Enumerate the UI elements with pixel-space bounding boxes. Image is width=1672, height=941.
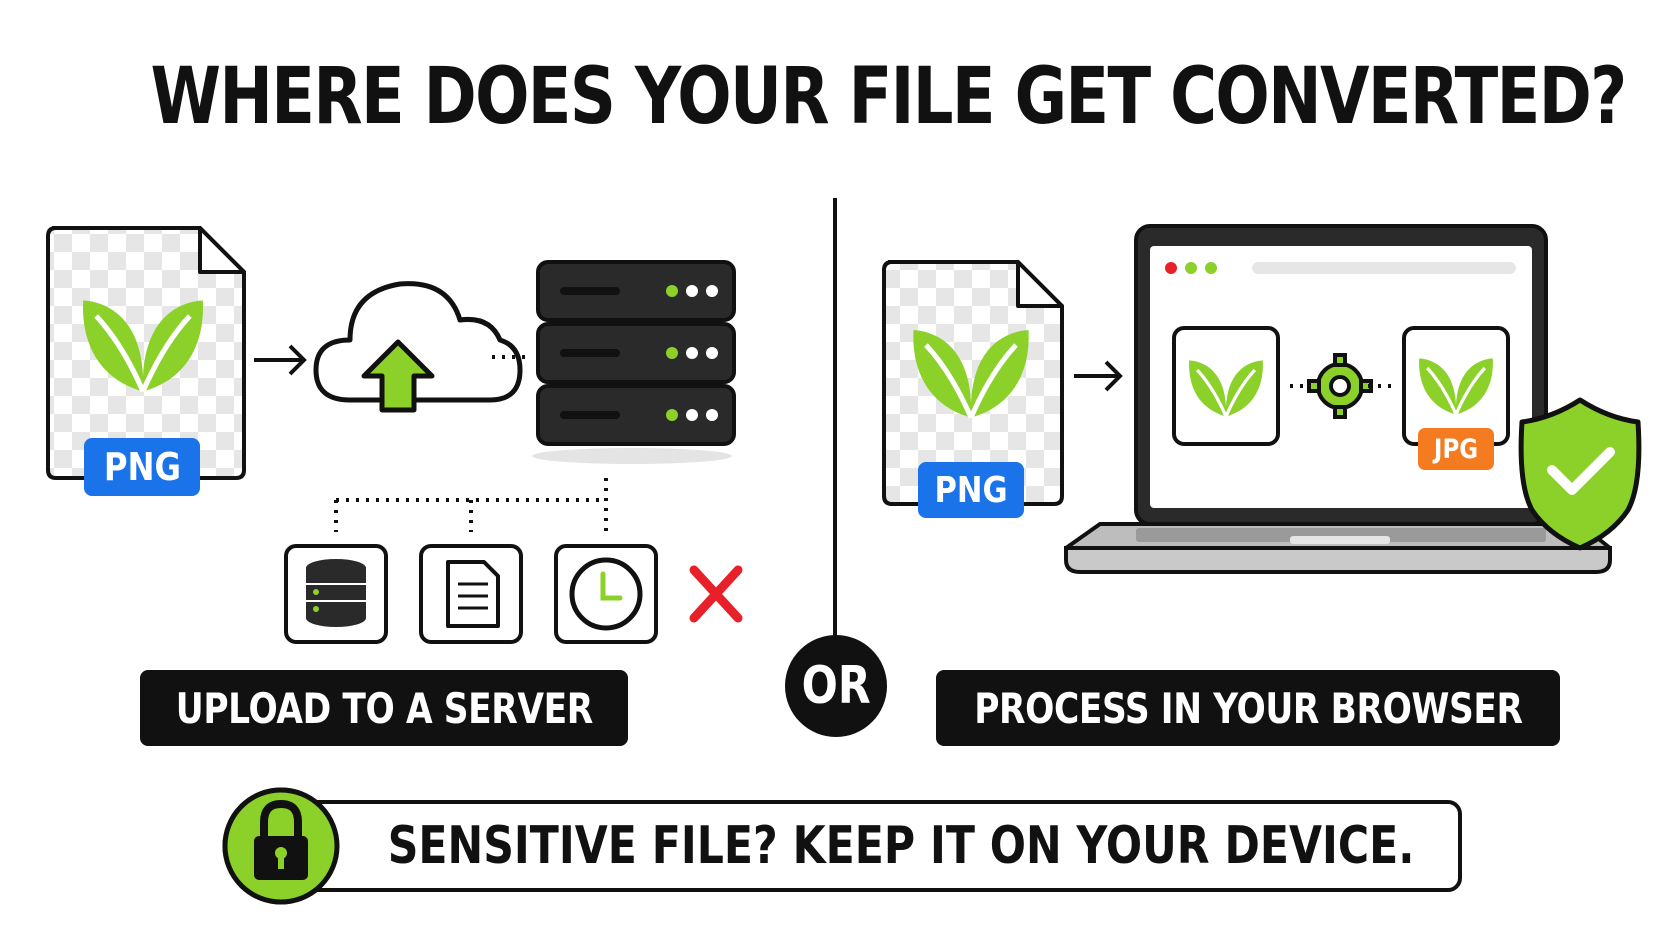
footer-text: SENSITIVE FILE? KEEP IT ON YOUR DEVICE. xyxy=(387,816,1415,876)
png-badge: PNG xyxy=(934,469,1008,511)
jpg-output-tile xyxy=(1402,326,1510,470)
vertical-divider xyxy=(833,198,837,638)
source-image-tile xyxy=(1172,326,1280,446)
server-rack-icon xyxy=(532,260,736,464)
arrow-icon xyxy=(254,344,307,376)
process-in-browser-label: PROCESS IN YOUR BROWSER xyxy=(936,670,1560,746)
png-file-icon xyxy=(882,260,1064,518)
red-x-icon xyxy=(689,565,743,623)
or-separator: OR xyxy=(785,635,887,737)
document-icon xyxy=(419,544,523,644)
shield-check-icon xyxy=(1518,397,1642,551)
database-icon xyxy=(284,544,388,644)
arrow-icon xyxy=(1074,360,1123,392)
gear-icon xyxy=(1307,353,1373,419)
cloud-upload-icon xyxy=(313,281,523,413)
clock-icon xyxy=(554,544,658,644)
png-badge: PNG xyxy=(103,445,181,489)
footer-banner: SENSITIVE FILE? KEEP IT ON YOUR DEVICE. xyxy=(300,800,1462,892)
png-file-icon xyxy=(46,226,246,496)
jpg-badge: JPG xyxy=(1433,433,1479,465)
dotted-tree-connector xyxy=(334,478,608,532)
page-title: WHERE DOES YOUR FILE GET CONVERTED? xyxy=(150,52,1627,142)
upload-to-server-label: UPLOAD TO A SERVER xyxy=(140,670,628,746)
